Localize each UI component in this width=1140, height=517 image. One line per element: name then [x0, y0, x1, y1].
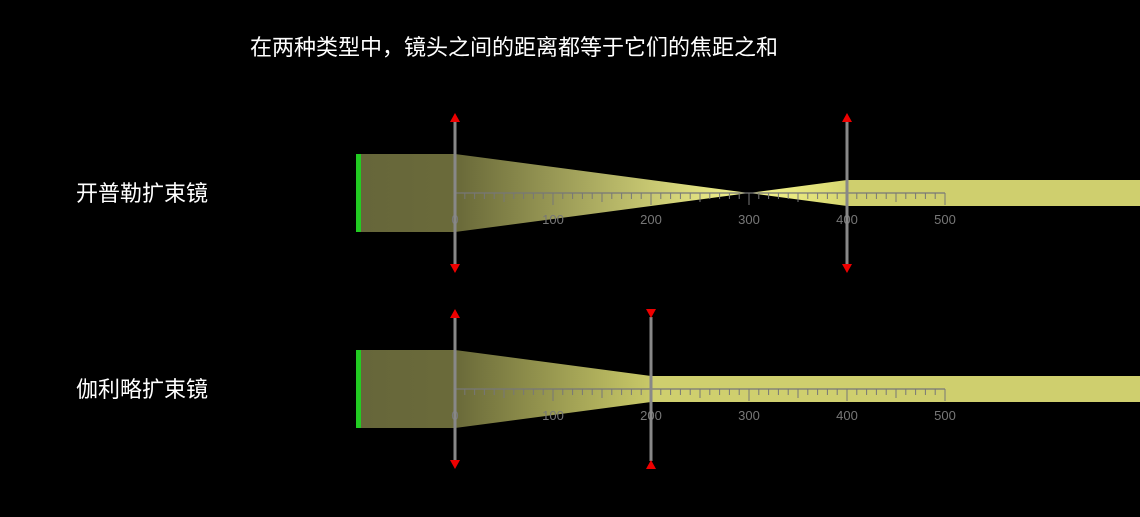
laser-source-aperture [356, 350, 361, 428]
ruler-tick-label: 400 [836, 408, 858, 423]
lens-1-converging [450, 113, 460, 273]
ruler-tick-label: 200 [640, 212, 662, 227]
arrow-up-icon [842, 113, 852, 122]
arrow-up-icon [450, 113, 460, 122]
ruler-tick-label: 300 [738, 212, 760, 227]
inverted-arrow-bottom-icon [646, 460, 656, 469]
inverted-arrow-top-icon [646, 309, 656, 318]
ruler-tick-label: 500 [934, 212, 956, 227]
arrow-down-icon [450, 264, 460, 273]
lens-2-converging [842, 113, 852, 273]
arrow-down-icon [842, 264, 852, 273]
arrow-down-icon [450, 460, 460, 469]
ruler-tick-label: 500 [934, 408, 956, 423]
ruler-tick-label: 300 [738, 408, 760, 423]
lens-1-converging [450, 309, 460, 469]
galilean-expander-label: 伽利略扩束镜 [76, 378, 209, 403]
diagram-title: 在两种类型中，镜头之间的距离都等于它们的焦距之和 [250, 36, 779, 61]
laser-source-aperture [356, 154, 361, 232]
kepler-expander-label: 开普勒扩束镜 [76, 182, 209, 207]
ruler-tick-label: 100 [542, 408, 564, 423]
lens-2-diverging [646, 309, 656, 469]
ruler-tick-label: 100 [542, 212, 564, 227]
arrow-up-icon [450, 309, 460, 318]
